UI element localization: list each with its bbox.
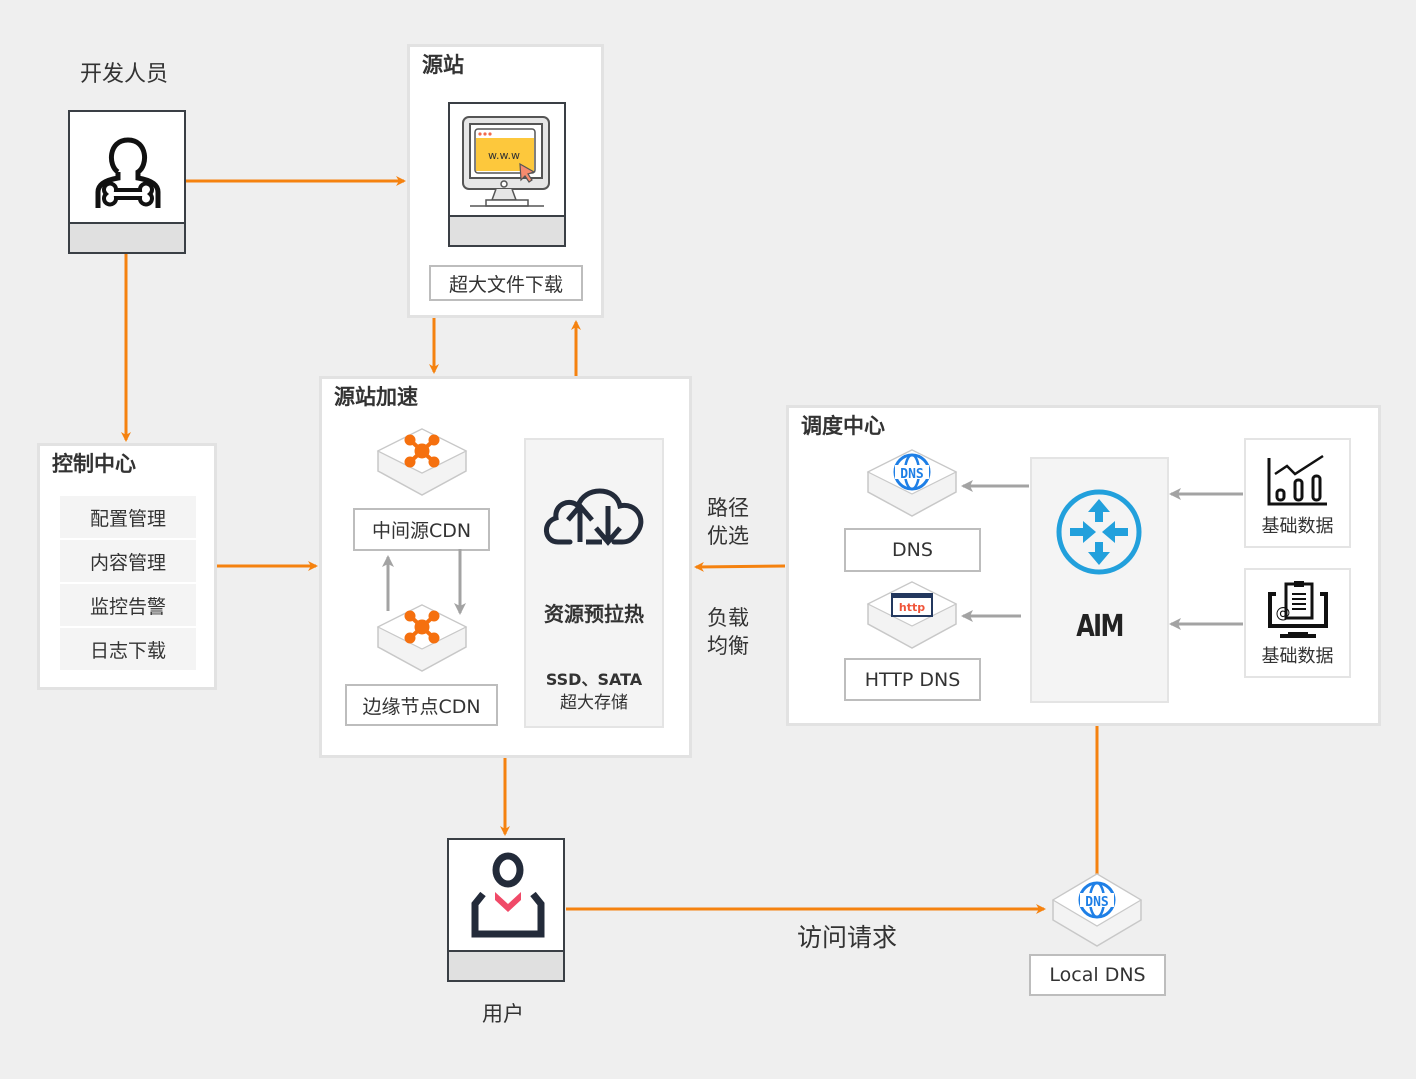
developer-label: 开发人员 bbox=[80, 62, 169, 87]
acceleration-panel: 源站加速 中间源CDN 边缘节点CDN bbox=[319, 376, 692, 758]
arrow-scheduler-to-acceleration bbox=[694, 561, 786, 572]
base-data-card-2[interactable]: @ 基础数据 bbox=[1244, 568, 1351, 678]
base-data-card-1[interactable]: 基础数据 bbox=[1244, 438, 1351, 548]
load-balance-label: 负载 均衡 bbox=[707, 604, 749, 660]
origin-title: 源站 bbox=[422, 53, 464, 77]
chart-analytics-icon bbox=[1267, 454, 1327, 506]
control-item-content[interactable]: 内容管理 bbox=[60, 540, 196, 582]
route-label-line1: 路径 bbox=[707, 496, 749, 520]
storage-desc: 超大存储 bbox=[560, 693, 628, 713]
local-dns-node-icon: DNS bbox=[1051, 873, 1143, 947]
mid-cdn-node-icon bbox=[376, 428, 468, 496]
local-dns-label[interactable]: Local DNS bbox=[1029, 954, 1166, 996]
router-arrows-icon bbox=[1056, 489, 1142, 575]
origin-panel: 源站 w.w.w 超大文件下载 bbox=[407, 44, 604, 318]
control-item-logs[interactable]: 日志下载 bbox=[60, 628, 196, 670]
preheat-title: 资源预拉热 bbox=[544, 602, 644, 626]
monitor-www-icon: w.w.w bbox=[462, 116, 550, 207]
user-node-footer bbox=[449, 950, 563, 980]
edge-cdn-node-icon bbox=[376, 604, 468, 672]
route-optimization-label: 路径 优选 bbox=[707, 494, 749, 550]
origin-feature-label: 超大文件下载 bbox=[429, 265, 583, 301]
www-icon-text: w.w.w bbox=[488, 149, 520, 162]
local-dns-icon-text: DNS bbox=[1085, 895, 1109, 910]
aim-label: AIM bbox=[1076, 609, 1124, 644]
developer-node[interactable] bbox=[68, 110, 186, 254]
aim-column[interactable]: AIM bbox=[1030, 457, 1169, 703]
base-data-label-1: 基础数据 bbox=[1261, 516, 1334, 537]
dns-icon-text: DNS bbox=[900, 467, 924, 482]
balance-label-line2: 均衡 bbox=[707, 634, 749, 658]
origin-node-footer bbox=[450, 215, 564, 245]
dns-node-icon: DNS bbox=[866, 449, 958, 517]
access-request-label: 访问请求 bbox=[797, 923, 898, 952]
acceleration-title: 源站加速 bbox=[334, 385, 418, 409]
http-icon-text: http bbox=[899, 601, 925, 614]
user-node[interactable] bbox=[447, 838, 565, 982]
scheduler-panel: 调度中心 DNS DNS http HTTP DNS AIM bbox=[786, 405, 1381, 726]
developer-node-footer bbox=[70, 222, 184, 252]
control-item-monitor[interactable]: 监控告警 bbox=[60, 584, 196, 626]
clipboard-monitor-icon: @ bbox=[1268, 581, 1328, 638]
route-label-line2: 优选 bbox=[707, 524, 749, 548]
storage-type: SSD、SATA bbox=[545, 670, 643, 689]
base-data-label-2: 基础数据 bbox=[1261, 646, 1334, 667]
balance-label-line1: 负载 bbox=[707, 606, 749, 630]
dns-label[interactable]: DNS bbox=[844, 528, 981, 572]
edge-cdn-label[interactable]: 边缘节点CDN bbox=[345, 684, 498, 726]
scheduler-title: 调度中心 bbox=[801, 414, 885, 438]
control-item-config[interactable]: 配置管理 bbox=[60, 496, 196, 538]
aim-to-dns-arrows bbox=[961, 480, 1029, 622]
user-label: 用户 bbox=[482, 1002, 524, 1026]
control-center-title: 控制中心 bbox=[52, 452, 136, 476]
http-dns-label[interactable]: HTTP DNS bbox=[844, 658, 981, 701]
user-icon bbox=[471, 852, 545, 938]
control-center-panel: 控制中心 配置管理 内容管理 监控告警 日志下载 bbox=[37, 443, 217, 690]
cdn-sync-arrows bbox=[382, 549, 466, 615]
developer-wrench-icon bbox=[95, 137, 161, 208]
http-dns-node-icon: http bbox=[866, 581, 958, 649]
basedata-to-aim-arrows bbox=[1169, 488, 1243, 630]
at-sign-glyph: @ bbox=[1276, 604, 1291, 622]
cloud-upload-download-icon bbox=[544, 488, 644, 546]
mid-cdn-label[interactable]: 中间源CDN bbox=[353, 508, 490, 551]
preheat-column: 资源预拉热 SSD、SATA 超大存储 bbox=[524, 438, 664, 728]
origin-server-node[interactable]: w.w.w bbox=[448, 102, 566, 247]
